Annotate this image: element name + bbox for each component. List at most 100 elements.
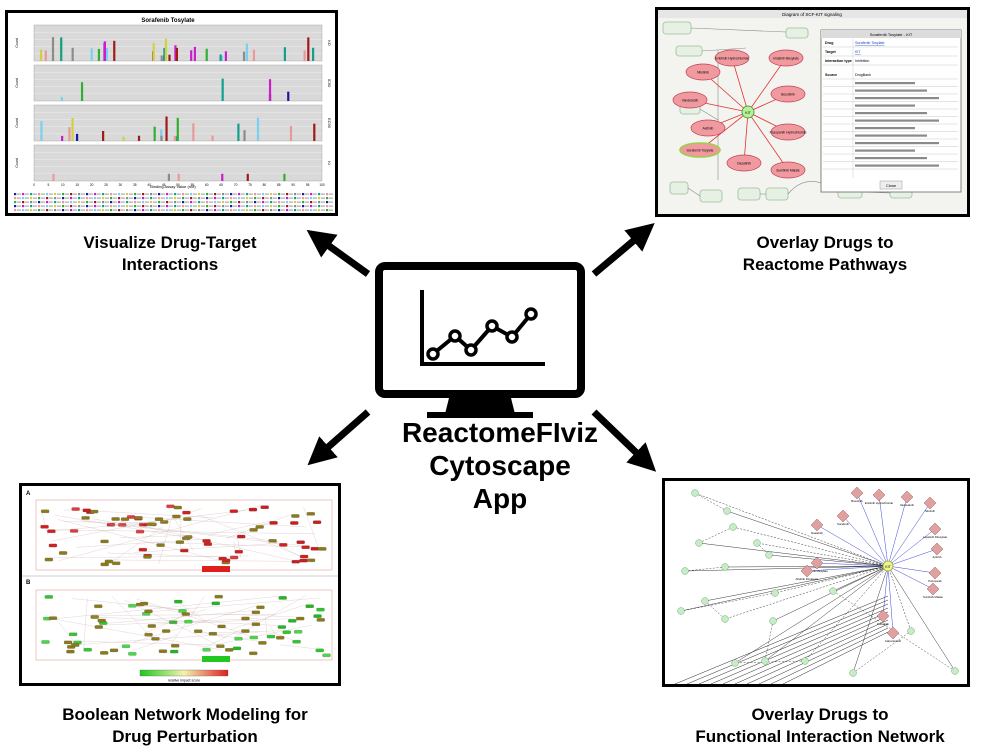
bool-node[interactable]	[156, 543, 165, 547]
bool-node[interactable]	[40, 525, 49, 529]
bool-node[interactable]	[71, 643, 80, 647]
dialog-row-value[interactable]: KIT	[855, 50, 861, 54]
bool-node[interactable]	[146, 522, 155, 526]
bool-node[interactable]	[94, 625, 103, 629]
pathway-drug-node[interactable]	[685, 63, 721, 81]
bool-node[interactable]	[217, 624, 226, 629]
bool-node[interactable]	[208, 632, 217, 636]
bool-node[interactable]	[171, 644, 180, 648]
bool-node[interactable]	[203, 542, 213, 546]
bool-node[interactable]	[58, 551, 68, 555]
bool-node[interactable]	[44, 595, 53, 599]
fi-drug-node[interactable]	[876, 609, 890, 623]
bool-node[interactable]	[229, 509, 238, 513]
bool-node[interactable]	[251, 622, 260, 626]
bool-node[interactable]	[181, 612, 190, 616]
bool-node[interactable]	[214, 594, 223, 599]
bool-node[interactable]	[97, 618, 106, 623]
fi-drug-node[interactable]	[810, 518, 824, 532]
bool-node[interactable]	[306, 512, 315, 516]
fi-drug-node[interactable]	[926, 582, 940, 596]
bool-node[interactable]	[315, 648, 324, 653]
bool-node[interactable]	[128, 604, 137, 608]
bool-node[interactable]	[202, 539, 211, 543]
fi-gene-node[interactable]	[951, 667, 959, 675]
fi-drug-node[interactable]	[928, 522, 942, 536]
bool-node[interactable]	[251, 610, 260, 615]
bool-node[interactable]	[182, 510, 191, 515]
bool-node[interactable]	[81, 516, 90, 520]
bool-node[interactable]	[318, 547, 327, 551]
bool-node[interactable]	[47, 529, 56, 533]
bool-node[interactable]	[305, 604, 314, 608]
bool-node[interactable]	[139, 601, 149, 606]
pathway-drug-node[interactable]	[679, 142, 721, 158]
pathway-drug-node[interactable]	[714, 49, 750, 67]
bool-node[interactable]	[100, 539, 109, 544]
bool-node[interactable]	[40, 509, 50, 513]
fi-drug-node[interactable]	[930, 542, 944, 556]
bool-node[interactable]	[69, 529, 79, 533]
bool-node[interactable]	[183, 517, 192, 521]
fi-drug-node[interactable]	[850, 486, 864, 500]
bool-node[interactable]	[121, 644, 131, 648]
bool-node[interactable]	[104, 559, 114, 564]
bool-node[interactable]	[158, 649, 168, 653]
bool-node[interactable]	[316, 618, 325, 622]
bool-node[interactable]	[48, 616, 58, 620]
bool-node[interactable]	[144, 609, 153, 614]
pathway-drug-node[interactable]	[690, 119, 726, 137]
bool-node[interactable]	[234, 636, 243, 641]
fi-drug-node[interactable]	[928, 566, 942, 580]
bool-node[interactable]	[292, 639, 301, 644]
bool-node[interactable]	[278, 596, 287, 600]
fi-gene-node[interactable]	[801, 657, 809, 665]
bool-node[interactable]	[202, 648, 211, 652]
fi-gene-node[interactable]	[753, 539, 761, 547]
fi-gene-node[interactable]	[681, 567, 689, 575]
fi-gene-node[interactable]	[761, 657, 769, 665]
bool-node[interactable]	[222, 558, 231, 563]
bool-node[interactable]	[71, 507, 80, 511]
bool-node[interactable]	[173, 505, 182, 510]
pathway-drug-node[interactable]	[768, 49, 804, 67]
bool-node[interactable]	[255, 525, 264, 529]
bool-node[interactable]	[63, 640, 73, 645]
bool-node[interactable]	[296, 540, 305, 544]
bool-node[interactable]	[269, 521, 278, 525]
bool-node[interactable]	[322, 653, 331, 658]
fi-gene-node[interactable]	[849, 669, 857, 677]
bool-node[interactable]	[82, 508, 91, 513]
bool-node[interactable]	[126, 515, 136, 519]
fi-gene-node[interactable]	[691, 489, 699, 497]
bool-node[interactable]	[241, 629, 250, 633]
bool-node[interactable]	[162, 629, 171, 633]
bool-node[interactable]	[111, 517, 120, 521]
fi-drug-node[interactable]	[810, 556, 824, 570]
fi-drug-node[interactable]	[800, 564, 814, 578]
fi-gene-node[interactable]	[677, 607, 685, 615]
pathway-drug-node[interactable]	[770, 85, 806, 103]
fi-drug-node[interactable]	[886, 626, 900, 640]
fi-gene-node[interactable]	[729, 523, 737, 531]
bool-node[interactable]	[94, 604, 103, 608]
bool-node[interactable]	[237, 534, 246, 539]
bool-node[interactable]	[241, 616, 250, 621]
bool-node[interactable]	[282, 630, 291, 634]
bool-node[interactable]	[276, 636, 285, 640]
bool-node[interactable]	[120, 517, 130, 521]
bool-node[interactable]	[291, 560, 300, 564]
bool-node[interactable]	[310, 547, 319, 551]
bool-node[interactable]	[258, 641, 267, 645]
bool-node[interactable]	[234, 550, 243, 554]
bool-node[interactable]	[296, 616, 305, 621]
bool-node[interactable]	[256, 605, 265, 609]
bool-node[interactable]	[312, 520, 322, 524]
pathway-drug-node[interactable]	[672, 91, 708, 109]
bool-node[interactable]	[290, 521, 299, 525]
bool-node[interactable]	[41, 640, 50, 644]
bool-node[interactable]	[301, 545, 310, 549]
fi-drug-node[interactable]	[900, 490, 914, 504]
bool-node[interactable]	[175, 540, 185, 544]
fi-gene-node[interactable]	[829, 587, 837, 595]
